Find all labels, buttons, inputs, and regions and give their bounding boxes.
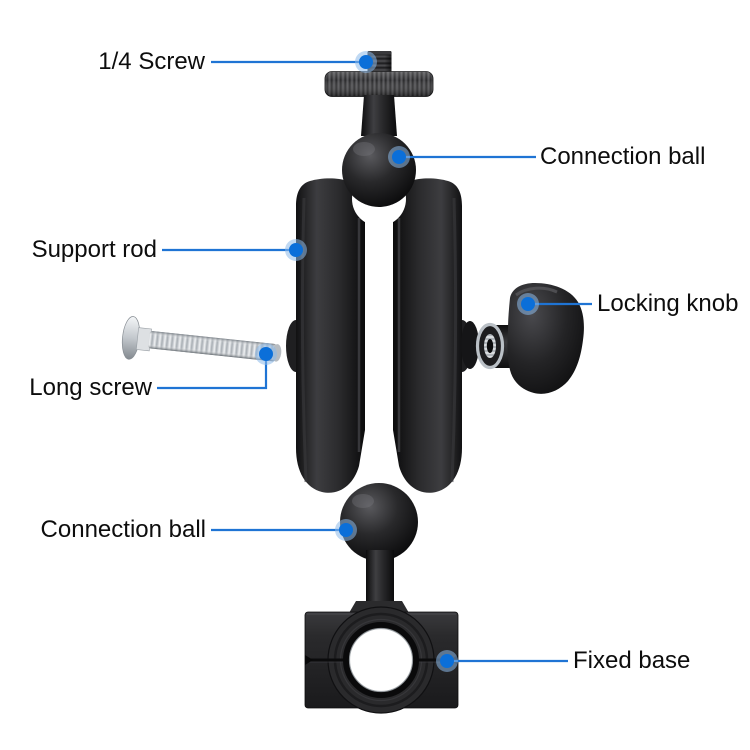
label-connection-ball-bottom: Connection ball bbox=[40, 516, 206, 543]
neck bbox=[361, 95, 397, 136]
label-long-screw: Long screw bbox=[29, 374, 152, 401]
label-quarter-screw: 1/4 Screw bbox=[98, 48, 205, 75]
leader-connection-ball-top bbox=[388, 146, 536, 168]
callout-dot bbox=[521, 297, 535, 311]
label-connection-ball-top: Connection ball bbox=[540, 143, 706, 170]
support-rod-left bbox=[286, 178, 365, 493]
callout-dot bbox=[440, 654, 454, 668]
callout-dot bbox=[359, 55, 373, 69]
callout-dot bbox=[259, 347, 273, 361]
label-locking-knob: Locking knob bbox=[597, 290, 739, 317]
stem bbox=[366, 550, 394, 606]
leader-connection-ball-bottom bbox=[211, 519, 357, 541]
callout-dot bbox=[339, 523, 353, 537]
label-support-rod: Support rod bbox=[31, 236, 157, 263]
fixed-base bbox=[304, 601, 459, 714]
leader-support-rod bbox=[162, 239, 307, 261]
callout-dot bbox=[392, 150, 406, 164]
callout-dot bbox=[289, 243, 303, 257]
connection-ball-bottom bbox=[340, 483, 418, 561]
label-fixed-base: Fixed base bbox=[573, 647, 691, 674]
leader-fixed-base bbox=[436, 650, 568, 672]
leader-locking-knob bbox=[517, 293, 592, 315]
leader-long-screw bbox=[157, 343, 277, 390]
leader-quarter-screw bbox=[211, 51, 377, 73]
